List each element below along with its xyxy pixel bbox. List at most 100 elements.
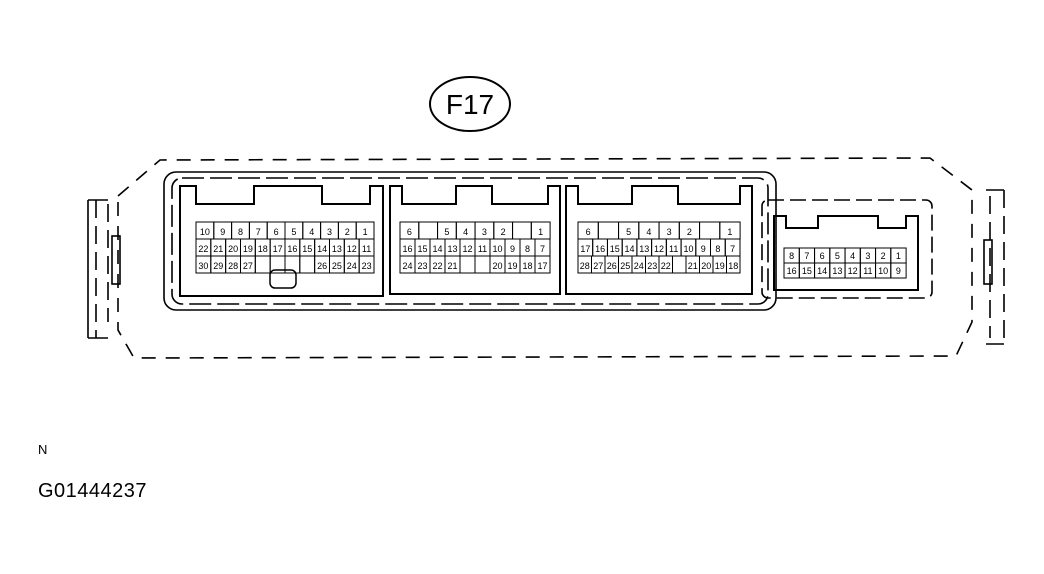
pin-number: 4	[850, 251, 855, 261]
pin-number: 20	[228, 244, 238, 254]
pin-number: 27	[593, 261, 603, 271]
pin-number: 1	[727, 227, 732, 237]
connector-latch	[269, 269, 297, 289]
pin-number: 17	[273, 244, 283, 254]
pin-number: 13	[639, 244, 649, 254]
pin-number: 13	[832, 266, 842, 276]
pin-number: 23	[417, 261, 427, 271]
pin-number: 16	[287, 244, 297, 254]
pin-number: 10	[492, 244, 502, 254]
pin-number: 10	[683, 244, 693, 254]
pin-cell	[512, 221, 532, 240]
connector-shell-d	[773, 215, 919, 291]
pin-number: 11	[863, 266, 872, 276]
pin-number: 2	[345, 227, 350, 237]
pin-number: 11	[362, 244, 371, 254]
pin-number: 6	[274, 227, 279, 237]
pin-number: 7	[730, 244, 735, 254]
pin-number: 30	[198, 261, 208, 271]
pin-number: 19	[715, 261, 725, 271]
pin-cell	[699, 221, 721, 240]
pin-number: 11	[478, 244, 487, 254]
pin-number: 12	[848, 266, 858, 276]
pin-number: 24	[634, 261, 644, 271]
pin-number: 9	[220, 227, 225, 237]
connector-label-ellipse	[429, 76, 511, 132]
pin-number: 18	[522, 261, 532, 271]
pin-number: 28	[580, 261, 590, 271]
pin-number: 4	[309, 227, 314, 237]
pin-number: 5	[291, 227, 296, 237]
connector-shells	[179, 185, 919, 297]
pin-number: 7	[804, 251, 809, 261]
pin-number: 23	[647, 261, 657, 271]
pin-number: 17	[537, 261, 547, 271]
pin-cell	[474, 255, 491, 274]
pin-number: 24	[402, 261, 412, 271]
pin-number: 7	[540, 244, 545, 254]
pin-number: 5	[626, 227, 631, 237]
note-letter: N	[38, 442, 48, 457]
pin-cell	[254, 255, 271, 274]
pin-number: 22	[661, 261, 671, 271]
pin-number: 3	[865, 251, 870, 261]
pin-number: 12	[347, 244, 357, 254]
pin-number: 3	[667, 227, 672, 237]
pin-number: 26	[317, 261, 327, 271]
pin-number: 27	[243, 261, 253, 271]
connector-shell-b	[389, 185, 561, 295]
pin-number: 17	[580, 244, 590, 254]
pin-number: 11	[669, 244, 678, 254]
pin-number: 5	[835, 251, 840, 261]
pin-number: 2	[881, 251, 886, 261]
pin-number: 1	[363, 227, 368, 237]
pin-number: 14	[432, 244, 442, 254]
pin-number: 22	[198, 244, 208, 254]
pin-number: 10	[200, 227, 210, 237]
pin-number: 25	[332, 261, 342, 271]
pin-number: 14	[624, 244, 634, 254]
pin-number: 29	[213, 261, 223, 271]
pin-number: 6	[407, 227, 412, 237]
pin-number: 19	[507, 261, 517, 271]
pin-number: 3	[327, 227, 332, 237]
pin-cell	[534, 255, 551, 274]
pin-number: 24	[347, 261, 357, 271]
pin-number: 16	[595, 244, 605, 254]
pin-number: 4	[646, 227, 651, 237]
pin-number: 13	[332, 244, 342, 254]
pin-number: 10	[878, 266, 888, 276]
pin-number: 9	[510, 244, 515, 254]
figure-id: G01444237	[38, 480, 148, 502]
pin-number: 2	[501, 227, 506, 237]
ecu-housing	[87, 157, 1005, 359]
connector-shell-c	[565, 185, 753, 295]
pin-number: 25	[620, 261, 630, 271]
pin-number: 21	[447, 261, 457, 271]
pin-number: 28	[228, 261, 238, 271]
pin-number: 2	[687, 227, 692, 237]
pin-number: 15	[802, 266, 812, 276]
pin-cell	[672, 255, 687, 274]
pin-number: 14	[817, 266, 827, 276]
connector-shell-a	[179, 185, 384, 297]
pin-number: 23	[362, 261, 372, 271]
pin-number: 6	[586, 227, 591, 237]
connector-label: F17	[446, 89, 494, 120]
pin-number: 19	[243, 244, 253, 254]
pin-cell	[358, 255, 375, 274]
pin-number: 21	[213, 244, 223, 254]
pin-cell	[418, 221, 439, 240]
pin-number: 6	[820, 251, 825, 261]
pin-number: 9	[896, 266, 901, 276]
pin-number: 8	[525, 244, 530, 254]
pin-number: 20	[492, 261, 502, 271]
pin-number: 12	[654, 244, 664, 254]
pin-number: 14	[317, 244, 327, 254]
pin-number: 8	[789, 251, 794, 261]
pin-number: 5	[444, 227, 449, 237]
pin-number: 8	[715, 244, 720, 254]
pin-number: 15	[302, 244, 312, 254]
pin-cell	[597, 221, 620, 240]
